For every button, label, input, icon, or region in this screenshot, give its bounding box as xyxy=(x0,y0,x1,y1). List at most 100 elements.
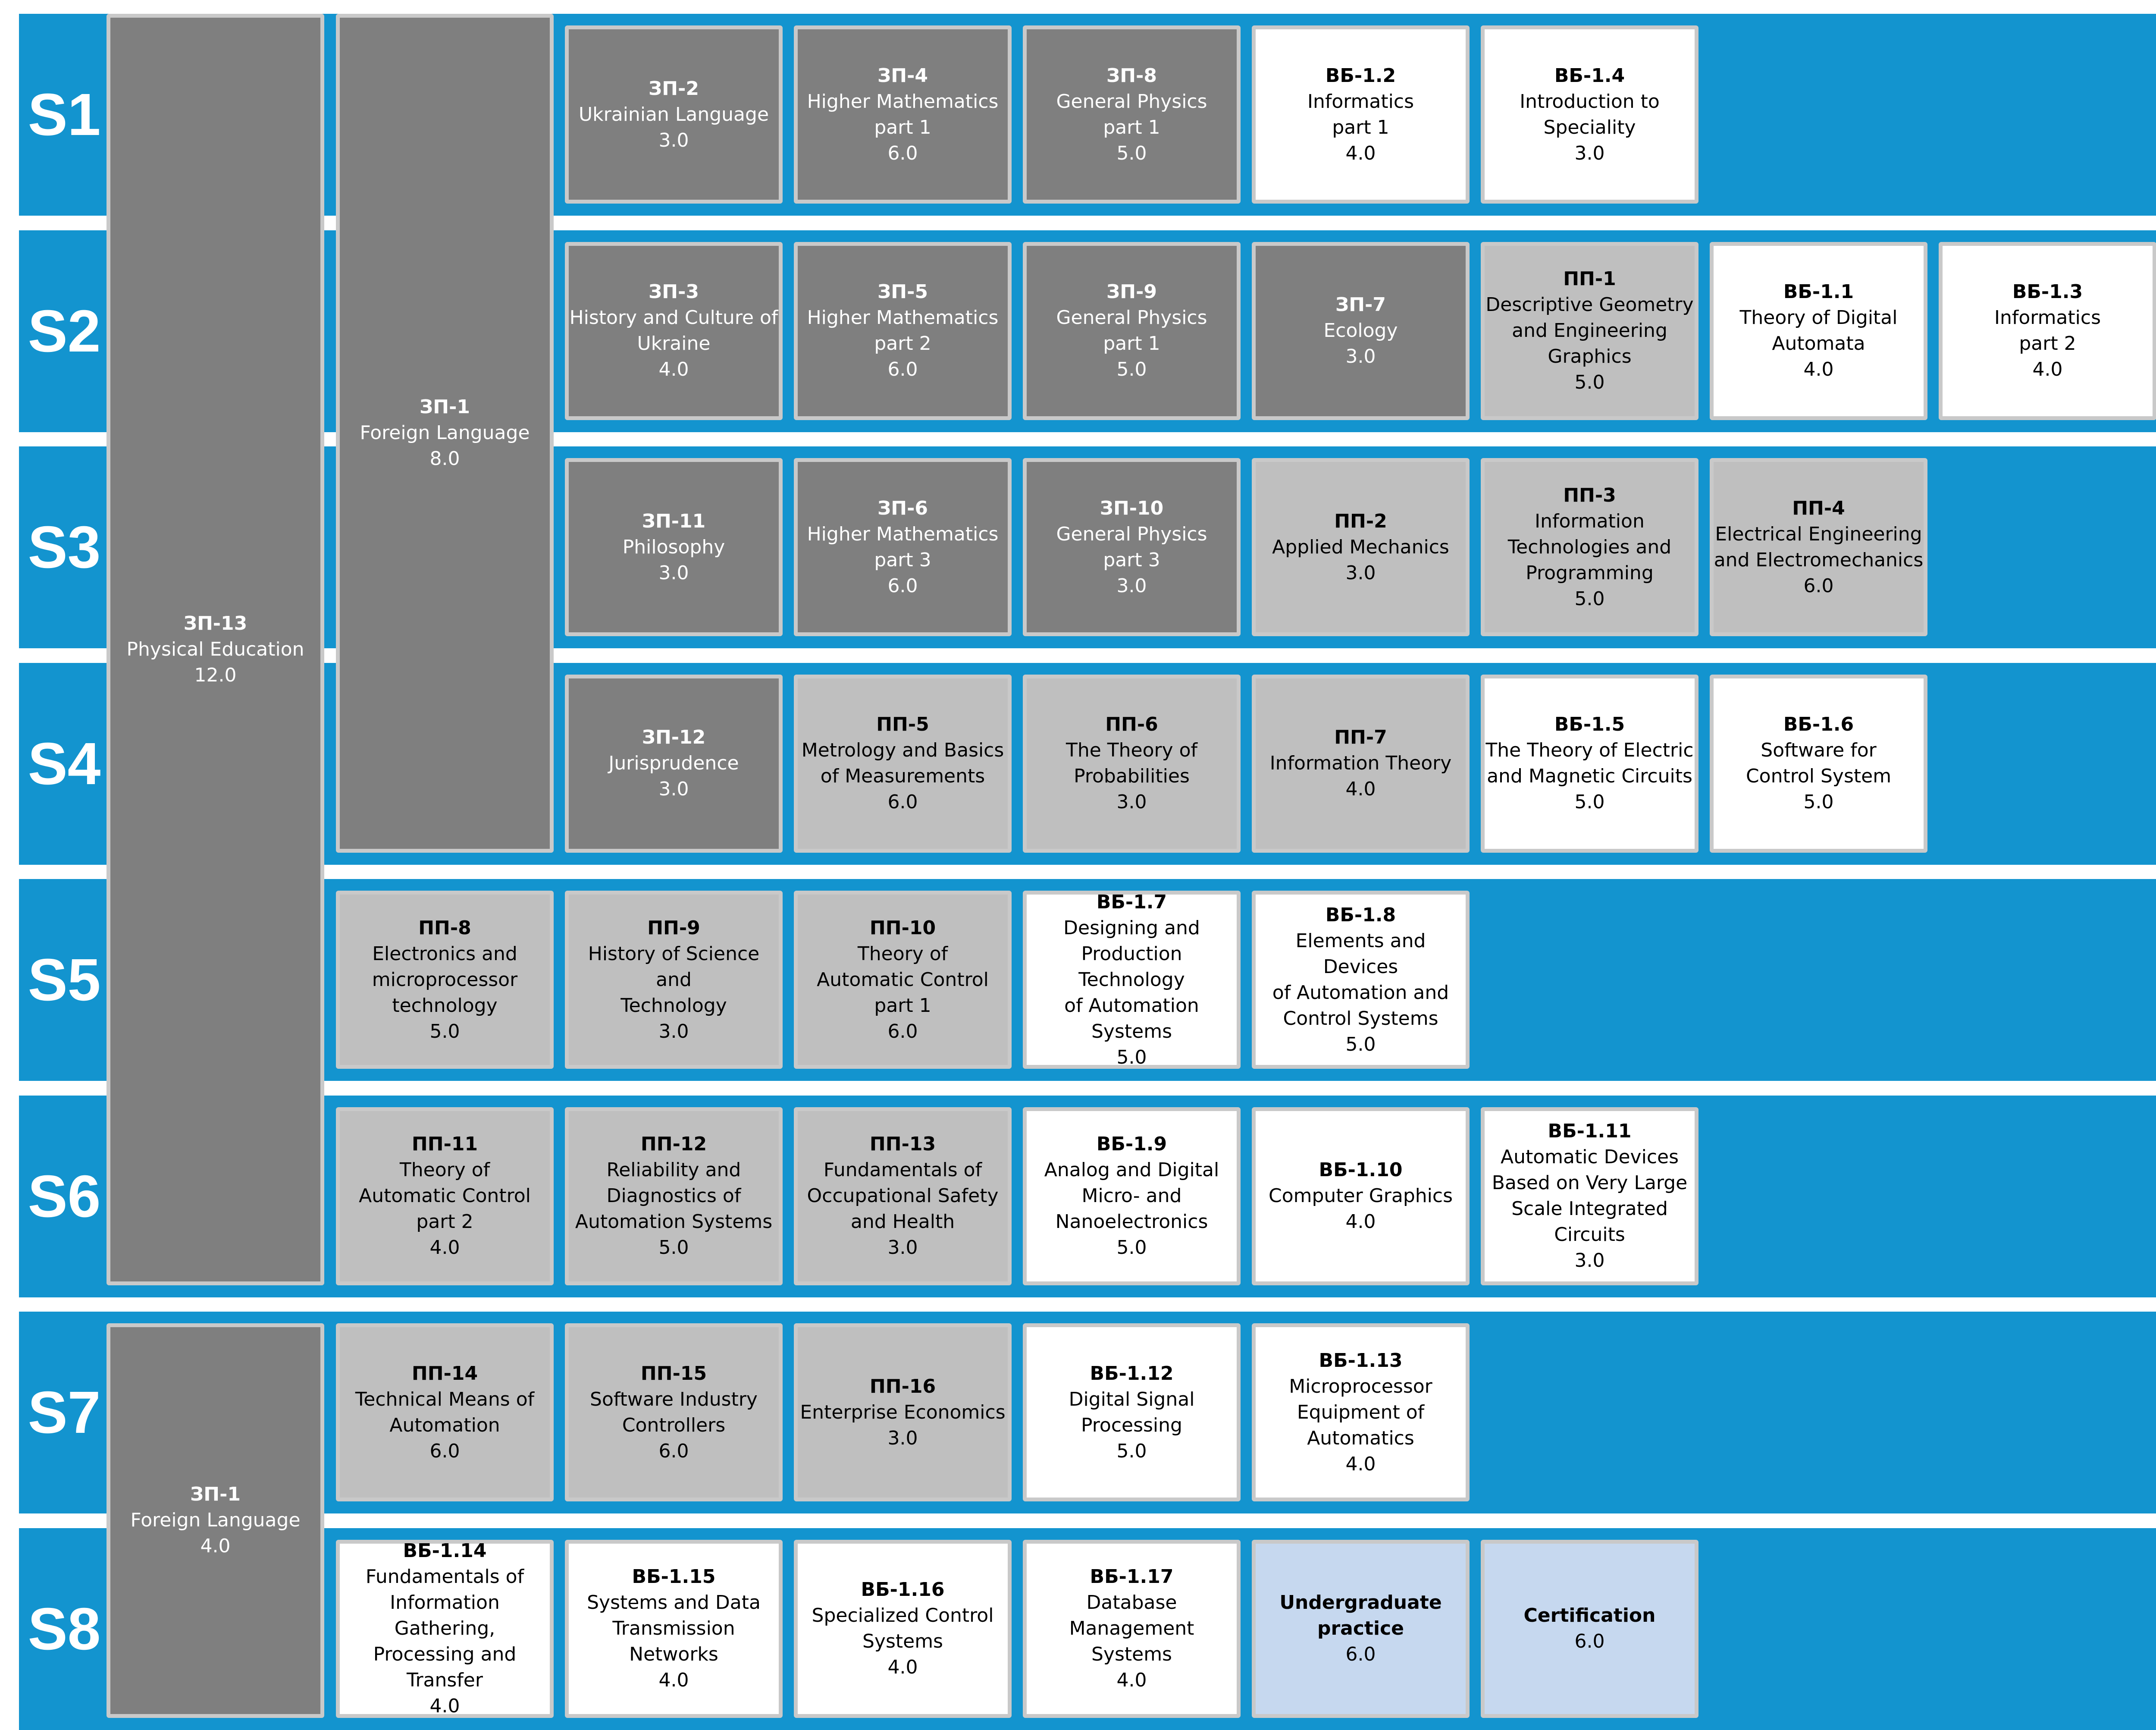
course-credits: 6.0 xyxy=(1345,1643,1376,1665)
course-credits: 6.0 xyxy=(887,358,918,380)
course-credits: 3.0 xyxy=(1345,562,1376,584)
course-title: Jurisprudence xyxy=(608,752,739,774)
course-title: Enterprise Economics xyxy=(800,1401,1006,1423)
course-code: ЗП-1 xyxy=(190,1483,241,1506)
course-code: ПП-4 xyxy=(1792,497,1845,519)
course-credits: 4.0 xyxy=(1803,358,1834,380)
semester-label: S6 xyxy=(28,1163,101,1230)
course-code: ВБ-1.3 xyxy=(2012,281,2083,303)
course-code: ПП-16 xyxy=(869,1375,936,1397)
course-code: ВБ-1.2 xyxy=(1325,64,1396,87)
course-title: Physical Education xyxy=(126,638,304,660)
course-title: Foreign Language xyxy=(130,1509,301,1532)
course-credits: 3.0 xyxy=(887,1427,918,1449)
course-code: ВБ-1.1 xyxy=(1783,281,1854,303)
course-credits: 4.0 xyxy=(1345,1453,1376,1475)
course-code: ПП-12 xyxy=(640,1133,707,1155)
course-code: ЗП-7 xyxy=(1335,294,1386,316)
course-credits: 5.0 xyxy=(1574,371,1605,393)
course-credits: 4.0 xyxy=(200,1535,231,1557)
course-credits: 5.0 xyxy=(429,1020,460,1042)
course-credits: 5.0 xyxy=(1116,1440,1147,1462)
course-code: ПП-10 xyxy=(869,917,936,939)
course-code: ЗП-10 xyxy=(1100,497,1164,519)
semester-label: S1 xyxy=(28,82,101,148)
course-credits: 6.0 xyxy=(887,791,918,813)
course-credits: 3.0 xyxy=(1116,791,1147,813)
course-code: ВБ-1.6 xyxy=(1783,713,1854,735)
course-code: ЗП-5 xyxy=(877,281,928,303)
course-code: ПП-11 xyxy=(411,1133,478,1155)
course-credits: 6.0 xyxy=(887,142,918,164)
course-code: ПП-7 xyxy=(1334,726,1387,748)
course-credits: 4.0 xyxy=(2032,358,2063,380)
course-code: ЗП-12 xyxy=(642,726,706,748)
course-credits: 6.0 xyxy=(887,1020,918,1042)
semester-label: S3 xyxy=(28,514,101,581)
semester-label: S5 xyxy=(28,947,101,1013)
course-credits: 4.0 xyxy=(887,1656,918,1678)
course-code: ПП-5 xyxy=(876,713,929,735)
course-code: ПП-9 xyxy=(647,917,700,939)
course-title: Ecology xyxy=(1323,320,1398,342)
course-credits: 4.0 xyxy=(429,1237,460,1259)
course-credits: 5.0 xyxy=(1345,1033,1376,1055)
course-code: ВБ-1.14 xyxy=(403,1540,487,1562)
course-code: ВБ-1.12 xyxy=(1090,1362,1174,1385)
course-credits: 5.0 xyxy=(1116,1237,1147,1259)
course-credits: 5.0 xyxy=(1116,358,1147,380)
course-code: ПП-1 xyxy=(1563,268,1616,290)
course-code: ЗП-6 xyxy=(877,497,928,519)
course-code: ЗП-11 xyxy=(642,510,706,532)
course-credits: 4.0 xyxy=(658,1669,689,1691)
course-credits: 5.0 xyxy=(1116,1046,1147,1068)
course-credits: 3.0 xyxy=(658,562,689,584)
course-code: ПП-14 xyxy=(411,1362,478,1385)
course-credits: 4.0 xyxy=(1345,142,1376,164)
course-code: ВБ-1.11 xyxy=(1548,1120,1632,1142)
course-credits: 6.0 xyxy=(1803,575,1834,597)
